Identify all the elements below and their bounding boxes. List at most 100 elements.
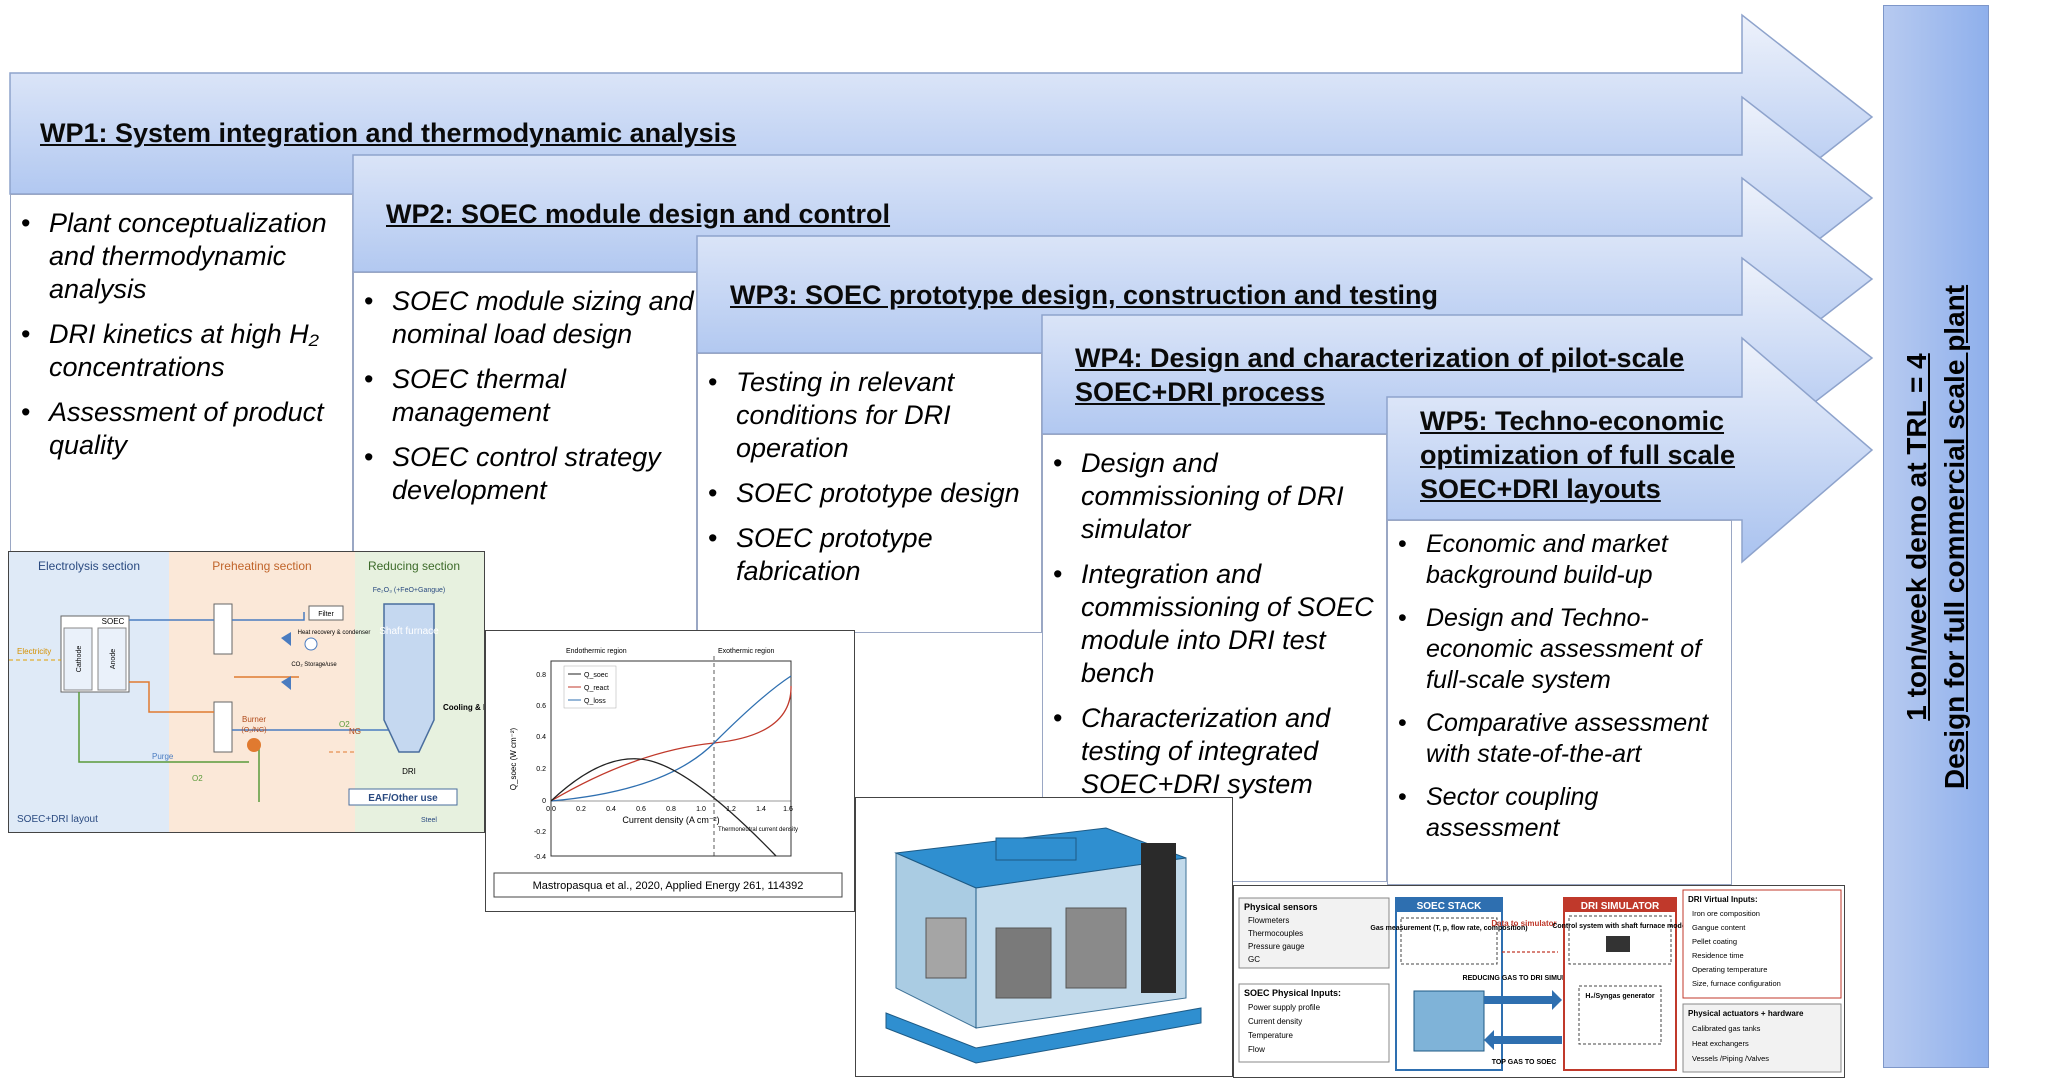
dri-input-item: Size, furnace configuration	[1692, 979, 1781, 988]
wp4-title: WP4: Design and characterization of pilo…	[1075, 343, 1685, 407]
actuators-title: Physical actuators + hardware	[1688, 1009, 1804, 1018]
wp4-bullets: Design and commissioning of DRI simulato…	[1047, 447, 1384, 813]
section-reducing: Reducing section	[368, 559, 460, 573]
cathode-label: Cathode	[76, 646, 83, 673]
plot-citation: Mastropasqua et al., 2020, Applied Energ…	[533, 880, 804, 892]
cooling-label: Cooling & Fe3C	[443, 703, 485, 712]
thermo-annotation: Thermoneutral current density	[718, 827, 798, 833]
goal-bar: 1 ton/week demo at TRL = 4 Design for fu…	[1883, 5, 1989, 1068]
anode-label: Anode	[110, 649, 117, 669]
wp1-box: Plant conceptualization and thermodynami…	[10, 194, 353, 554]
dri-label: DRI	[402, 767, 416, 776]
wp1-bullet: DRI kinetics at high H₂ concentrations	[15, 318, 350, 384]
wp3-box: Testing in relevant conditions for DRI o…	[697, 353, 1042, 633]
feed-label: Fe₂O₃ (+FeO+Gangue)	[373, 587, 446, 594]
sensor-item: Thermocouples	[1248, 929, 1303, 938]
plot-xlabel: Current density (A cm⁻²)	[622, 815, 719, 825]
wp3-bullet: Testing in relevant conditions for DRI o…	[702, 366, 1039, 465]
o2-bottom-label: O2	[192, 774, 203, 783]
wp1-bullets: Plant conceptualization and thermodynami…	[15, 207, 350, 474]
heat-plot: Endothermic region Exothermic region The…	[493, 648, 843, 898]
soec-input-item: Temperature	[1248, 1031, 1293, 1040]
wp5-bullet: Design and Techno-economic assessment of…	[1392, 603, 1729, 696]
wp4-bullet: Design and commissioning of DRI simulato…	[1047, 447, 1384, 546]
top-gas-label: TOP GAS TO SOEC	[1492, 1059, 1557, 1066]
wp5-bullets: Economic and market background build-up …	[1392, 529, 1729, 856]
dri-input-item: Operating temperature	[1692, 965, 1767, 974]
o2-label: O2	[339, 720, 350, 729]
sensor-item: GC	[1248, 955, 1260, 964]
section-preheating: Preheating section	[212, 559, 311, 573]
endo-annotation: Endothermic region	[566, 648, 627, 655]
soec-stack-label: SOEC STACK	[1417, 901, 1483, 912]
ytick: 0.2	[536, 766, 546, 773]
xtick: 1.4	[756, 806, 766, 813]
xtick: 0.4	[606, 806, 616, 813]
layout-caption: SOEC+DRI layout	[17, 814, 98, 825]
prototype-svg	[856, 798, 1232, 1076]
wp3-bullet: SOEC prototype fabrication	[702, 522, 1039, 588]
wp2-bullet: SOEC module sizing and nominal load desi…	[358, 285, 694, 351]
wp5-bullet: Economic and market background build-up	[1392, 529, 1729, 591]
goal-text: 1 ton/week demo at TRL = 4 Design for fu…	[1898, 284, 1974, 788]
plot-figure: Endothermic region Exothermic region The…	[485, 630, 855, 912]
ytick: 0.4	[536, 734, 546, 741]
burner-sub-label: (O₂/NG)	[241, 727, 266, 734]
shaft-label: Shaft furnace	[379, 626, 439, 637]
layout-diagram: Electrolysis section Preheating section …	[9, 552, 485, 832]
wp4-bullet: Characterization and testing of integrat…	[1047, 702, 1384, 801]
wp5-bullet: Sector coupling assessment	[1392, 782, 1729, 844]
electricity-label: Electricity	[17, 647, 51, 656]
filter-label: Filter	[318, 611, 334, 618]
wp2-bullet: SOEC thermal management	[358, 363, 694, 429]
ytick: -0.4	[534, 854, 546, 861]
wp1-title: WP1: System integration and thermodynami…	[40, 118, 737, 148]
generator-label: H₂/Syngas generator	[1585, 993, 1655, 1000]
actuator-item: Calibrated gas tanks	[1692, 1024, 1761, 1033]
wp2-bullets: SOEC module sizing and nominal load desi…	[358, 285, 694, 519]
heat-recovery-label: Heat recovery & condenser	[298, 630, 371, 636]
soec-input-item: Power supply profile	[1248, 1003, 1321, 1012]
exo-annotation: Exothermic region	[718, 648, 775, 655]
purge-label: Purge	[152, 752, 174, 761]
reducing-gas-label: REDUCING GAS TO DRI SIMULATOR	[1463, 975, 1586, 982]
wp5-box: Economic and market background build-up …	[1387, 520, 1732, 885]
actuator-item: Vessels /Piping /Valves	[1692, 1054, 1769, 1063]
plot-ylabel: Q_soec (W cm⁻²)	[509, 727, 518, 790]
wp3-bullets: Testing in relevant conditions for DRI o…	[702, 366, 1039, 600]
soec-input-item: Current density	[1248, 1017, 1302, 1026]
dri-input-item: Iron ore composition	[1692, 909, 1760, 918]
section-electrolysis: Electrolysis section	[38, 559, 140, 573]
ytick: -0.2	[534, 829, 546, 836]
wp2-bullet: SOEC control strategy development	[358, 441, 694, 507]
ytick: 0.8	[536, 672, 546, 679]
dri-sim-label: DRI SIMULATOR	[1581, 901, 1660, 912]
dri-inputs-title: DRI Virtual Inputs:	[1688, 895, 1758, 904]
dri-input-item: Residence time	[1692, 951, 1744, 960]
sensors-title: Physical sensors	[1244, 902, 1318, 912]
xtick: 0.2	[576, 806, 586, 813]
sensor-item: Pressure gauge	[1248, 942, 1305, 951]
xtick: 0.8	[666, 806, 676, 813]
burner-label: Burner	[242, 715, 266, 724]
actuator-item: Heat exchangers	[1692, 1039, 1749, 1048]
dri-input-item: Gangue content	[1692, 923, 1746, 932]
legend-qreact: Q_react	[584, 685, 609, 692]
soec-input-item: Flow	[1248, 1045, 1265, 1054]
soec-inputs-title: SOEC Physical Inputs:	[1244, 988, 1341, 998]
goal-line2: Design for full commercial scale plant	[1939, 284, 1970, 789]
wp3-bullet: SOEC prototype design	[702, 477, 1039, 510]
control-diagram: Physical sensors Flowmeters Thermocouple…	[1238, 889, 1842, 1073]
legend-qloss: Q_loss	[584, 698, 606, 705]
ytick: 0.6	[536, 703, 546, 710]
steel-label: Steel	[421, 817, 437, 824]
xtick: 1.6	[783, 806, 793, 813]
control-system-label: Control system with shaft furnace model	[1552, 923, 1687, 930]
wp1-bullet: Assessment of product quality	[15, 396, 350, 462]
sensor-item: Flowmeters	[1248, 916, 1289, 925]
soec-label: SOEC	[102, 617, 125, 626]
control-figure: Physical sensors Flowmeters Thermocouple…	[1233, 885, 1845, 1078]
wp5-bullet: Comparative assessment with state-of-the…	[1392, 708, 1729, 770]
